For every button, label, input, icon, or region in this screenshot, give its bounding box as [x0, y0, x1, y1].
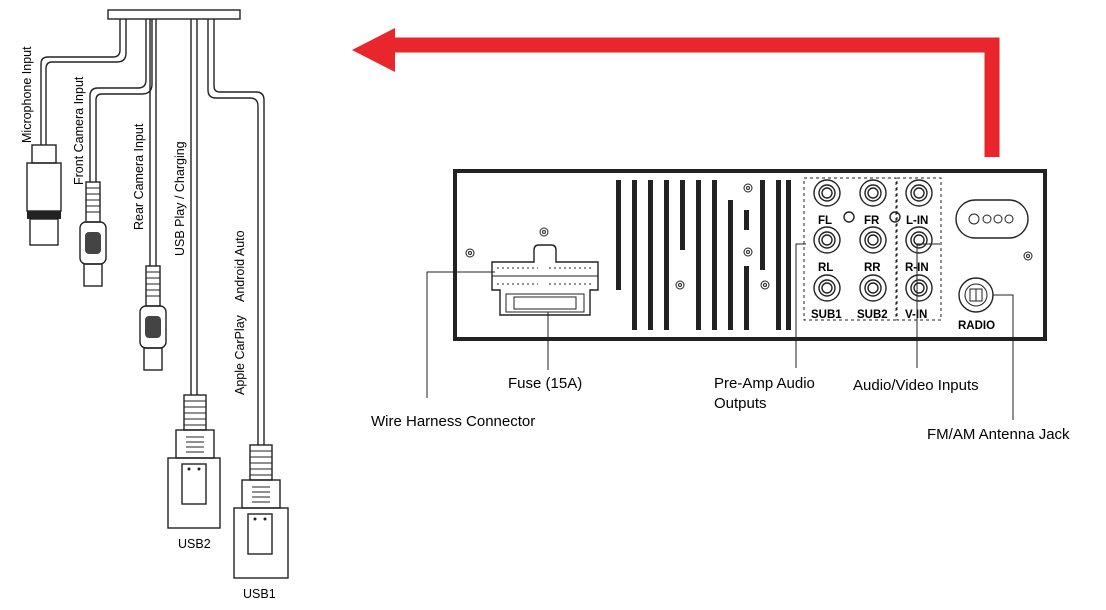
- rear-camera-cable: [149, 19, 157, 266]
- screw-icon: [465, 183, 1033, 290]
- jack-label-fr: FR: [864, 215, 880, 227]
- chassis-outline: [453, 169, 1047, 341]
- jack-label-sub1: SUB1: [811, 309, 842, 321]
- front-camera-plug-icon: [79, 181, 107, 287]
- connection-arrow: [352, 28, 1000, 157]
- carplay-cable: [207, 19, 265, 445]
- usb-play-cable: [190, 19, 198, 395]
- usb-play-charging-label: USB Play / Charging: [173, 141, 187, 256]
- fuse-label: Fuse (15A): [508, 375, 582, 392]
- wire-harness-connector-label: Wire Harness Connector: [371, 413, 535, 430]
- jack-label-fl: FL: [818, 215, 832, 227]
- rear-camera-input-label: Rear Camera Input: [132, 123, 146, 230]
- preamp-outputs-group: [803, 177, 897, 321]
- microphone-input-label: Microphone Input: [20, 46, 34, 143]
- fm-am-antenna-jack-label: FM/AM Antenna Jack: [927, 426, 1070, 443]
- head-unit-rear-panel: FL FR RL RR SUB1 SUB2 L-IN R-IN V-IN RAD…: [453, 169, 1047, 341]
- jack-label-rl: RL: [818, 262, 833, 274]
- av-inputs-group: [896, 177, 942, 321]
- apple-carplay-label: Apple CarPlay: [233, 314, 247, 395]
- radio-label: RADIO: [958, 320, 995, 332]
- usb1-plug-icon: [233, 444, 289, 579]
- rear-camera-plug-icon: [139, 265, 167, 371]
- rca-jack-icon: [813, 179, 933, 302]
- wire-harness-connector-icon: [491, 244, 599, 316]
- preamp-outputs-label-line2: Outputs: [714, 395, 767, 412]
- usb2-plug-icon: [167, 394, 221, 529]
- front-camera-cable: [89, 19, 153, 182]
- usb1-label: USB1: [243, 587, 276, 601]
- cable-hub-bar: [107, 9, 241, 20]
- microphone-plug-icon: [26, 144, 62, 246]
- cable-bundle: Microphone Input Front Camera Input Rear…: [20, 9, 289, 601]
- microphone-cable: [40, 19, 127, 145]
- arrow-head-icon: [352, 28, 395, 72]
- aux-port-icon: [955, 199, 1029, 239]
- jack-label-l-in: L-IN: [906, 215, 928, 227]
- jack-label-rr: RR: [864, 262, 881, 274]
- audio-video-inputs-label: Audio/Video Inputs: [853, 377, 979, 394]
- android-auto-label: Android Auto: [233, 230, 247, 302]
- jack-label-sub2: SUB2: [857, 309, 888, 321]
- front-camera-input-label: Front Camera Input: [72, 76, 86, 185]
- jack-label-v-in: V-IN: [905, 309, 927, 321]
- heat-sink-fins: [616, 180, 791, 330]
- callout-lines: [426, 243, 1014, 420]
- usb2-label: USB2: [178, 537, 211, 551]
- preamp-outputs-label-line1: Pre-Amp Audio: [714, 375, 815, 392]
